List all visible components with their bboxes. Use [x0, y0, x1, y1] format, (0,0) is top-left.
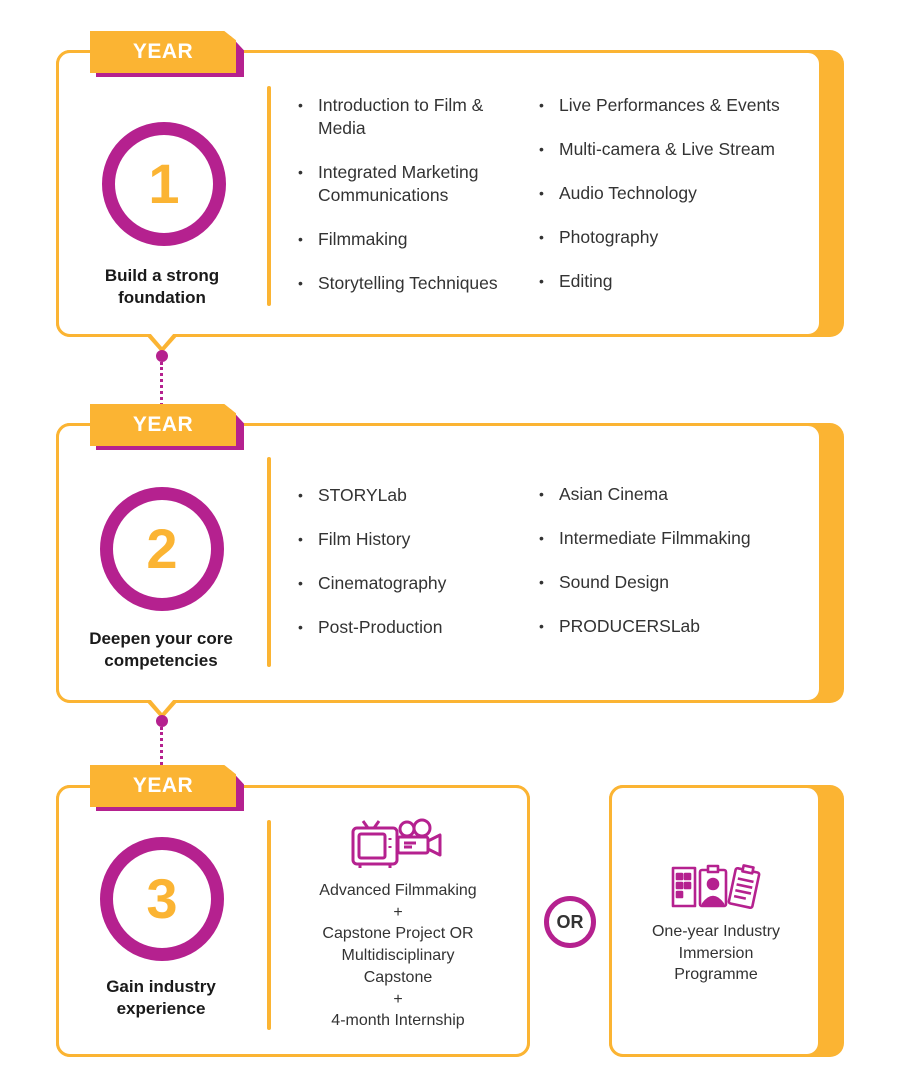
year2-pointer-inner [150, 699, 174, 713]
year2-divider [267, 457, 271, 667]
connector-dot [156, 350, 168, 362]
year2-right-list: Asian Cinema Intermediate Filmmaking Sou… [539, 483, 814, 638]
year1-number-circle: 1 [102, 122, 226, 246]
year2-caption: Deepen your core competencies [61, 628, 261, 672]
option-a-line: Capstone Project OR [322, 925, 474, 943]
list-item: Photography [539, 226, 814, 249]
year1-number: 1 [148, 152, 180, 215]
list-item: Introduction to Film & Media [298, 94, 528, 140]
list-item: STORYLab [298, 484, 528, 507]
year2-number: 2 [146, 517, 178, 580]
list-item: Film History [298, 528, 528, 551]
year1-caption-line: Build a strong [104, 266, 220, 285]
year1-right-list: Live Performances & Events Multi-camera … [539, 94, 814, 293]
list-item: Asian Cinema [539, 483, 814, 506]
option-b-line: Programme [674, 966, 758, 984]
year3-tab: YEAR [90, 765, 236, 807]
list-item: Cinematography [298, 572, 528, 595]
list-item: Filmmaking [298, 228, 528, 251]
option-a-line: + [393, 990, 403, 1008]
year3-number-circle: 3 [100, 837, 224, 961]
list-item: Integrated Marketing Communications [298, 161, 528, 207]
year1-caption: Build a strong foundation [62, 265, 262, 309]
year3-number: 3 [146, 867, 178, 930]
list-item: Storytelling Techniques [298, 272, 528, 295]
year2-tab: YEAR [90, 404, 236, 446]
year3-divider [267, 820, 271, 1030]
year3-caption: Gain industry experience [61, 976, 261, 1020]
option-b-line: One-year Industry [651, 923, 781, 940]
option-a-line: + [393, 903, 403, 921]
connector-dotted-line [160, 362, 163, 412]
year1-left-list: Introduction to Film & Media Integrated … [298, 94, 528, 295]
option-a-line: 4-month Internship [331, 1012, 465, 1030]
year1-caption-line: foundation [118, 288, 206, 307]
or-badge: OR [544, 896, 596, 948]
year3-caption-line: experience [116, 999, 206, 1018]
list-item: Intermediate Filmmaking [539, 527, 814, 550]
option-b-panel [609, 785, 821, 1057]
list-item: Sound Design [539, 571, 814, 594]
option-a-line: Advanced Filmmaking [319, 882, 477, 899]
year2-left-list: STORYLab Film History Cinematography Pos… [298, 484, 528, 639]
list-item: Live Performances & Events [539, 94, 814, 117]
list-item: Audio Technology [539, 182, 814, 205]
list-item: Post-Production [298, 616, 528, 639]
list-item: Editing [539, 270, 814, 293]
connector-dot [156, 715, 168, 727]
list-item: PRODUCERSLab [539, 615, 814, 638]
option-b-line: Immersion [678, 944, 754, 962]
film-camera-tv-icon [351, 818, 442, 868]
list-item: Multi-camera & Live Stream [539, 138, 814, 161]
year1-tab: YEAR [90, 31, 236, 73]
connector-dotted-line [160, 727, 163, 777]
industry-documents-icon [671, 864, 761, 910]
year1-pointer-inner [150, 333, 174, 347]
year2-caption-line: Deepen your core [89, 629, 233, 648]
year1-divider [267, 86, 271, 306]
option-a-line: Capstone [363, 968, 433, 986]
year3-option-a-text: Advanced Filmmaking + Capstone Project O… [283, 880, 513, 1032]
option-b-text: One-year Industry Immersion Programme [617, 921, 815, 986]
option-a-line: Multidisciplinary [341, 947, 455, 965]
year2-caption-line: competencies [104, 651, 218, 670]
year2-number-circle: 2 [100, 487, 224, 611]
year3-caption-line: Gain industry [106, 977, 216, 996]
